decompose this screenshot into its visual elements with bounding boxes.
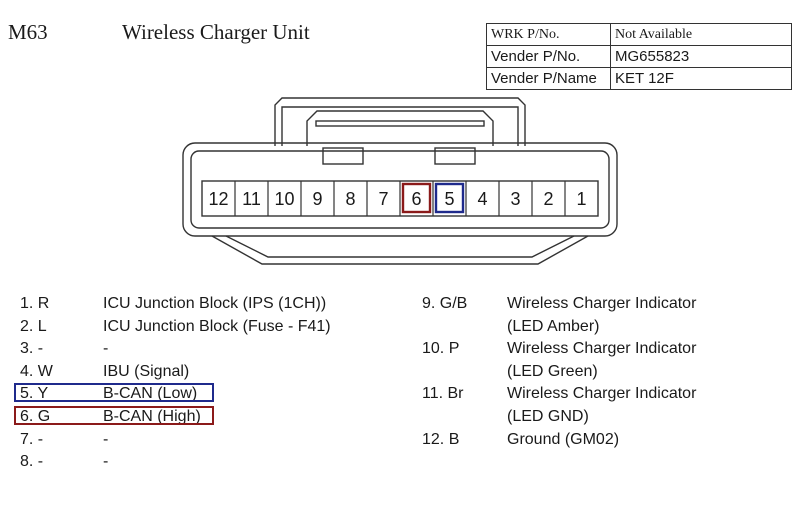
cavity-number: 7 bbox=[378, 189, 388, 209]
pin-description: ICU Junction Block (Fuse - F41) bbox=[103, 317, 331, 335]
pin-row: (LED GND) bbox=[422, 406, 792, 429]
table-row: WRK P/No. Not Available bbox=[486, 23, 792, 46]
cavity-highlights bbox=[401, 182, 465, 214]
pin-description: - bbox=[103, 453, 109, 471]
cavity-highlight-high bbox=[401, 182, 432, 214]
cavity-labels: 12 11 10 9 8 7 6 5 4 3 2 1 bbox=[208, 189, 586, 209]
connector-name: Wireless Charger Unit bbox=[122, 20, 310, 44]
pin-label: 1. R bbox=[20, 295, 50, 312]
pin-description: B-CAN (Low) bbox=[103, 385, 198, 403]
cavity-number: 8 bbox=[345, 189, 355, 209]
pin-description: (LED Amber) bbox=[507, 317, 600, 335]
pin-label: 2. L bbox=[20, 317, 47, 335]
pin-description: ICU Junction Block (IPS (1CH)) bbox=[103, 295, 327, 312]
pin-description: Wireless Charger Indicator bbox=[507, 295, 697, 312]
connector-code: M63 bbox=[8, 20, 48, 44]
cavity-number: 6 bbox=[411, 189, 421, 209]
table-value: Not Available bbox=[610, 23, 792, 46]
cavity-number: 9 bbox=[312, 189, 322, 209]
pin-row: 11. Br Wireless Charger Indicator bbox=[422, 383, 792, 406]
pin-description: (LED GND) bbox=[507, 407, 589, 425]
connector-outline bbox=[182, 97, 618, 265]
pin-label: 10. P bbox=[422, 340, 460, 358]
cavity-number: 3 bbox=[510, 189, 520, 209]
pin-label: 4. W bbox=[20, 362, 53, 380]
cavity-number: 2 bbox=[543, 189, 553, 209]
pin-description: Ground (GM02) bbox=[507, 430, 620, 448]
table-key: Vender P/Name bbox=[486, 67, 611, 90]
pin-row: 1. R ICU Junction Block (IPS (1CH)) bbox=[20, 293, 400, 316]
pin-description: (LED Green) bbox=[507, 362, 598, 380]
pin-description: - bbox=[103, 430, 109, 448]
part-number-table: WRK P/No. Not Available Vender P/No. MG6… bbox=[486, 23, 792, 90]
cavity-number: 12 bbox=[208, 189, 228, 209]
pin-label: 3. - bbox=[20, 340, 44, 358]
pin-row: 10. P Wireless Charger Indicator bbox=[422, 338, 792, 361]
cavity-number: 10 bbox=[274, 189, 294, 209]
pin-row: 4. W IBU (Signal) bbox=[20, 361, 400, 384]
pin-label: 5. Y bbox=[20, 385, 49, 403]
pin-row: 7. - - bbox=[20, 429, 400, 452]
pin-label: 12. B bbox=[422, 430, 460, 448]
table-row: Vender P/Name KET 12F bbox=[486, 67, 792, 90]
pin-description: Wireless Charger Indicator bbox=[507, 340, 697, 358]
cavity-number: 1 bbox=[576, 189, 586, 209]
table-row: Vender P/No. MG655823 bbox=[486, 45, 792, 68]
pin-label: 9. G/B bbox=[422, 295, 468, 312]
pin-label: 6. G bbox=[20, 407, 51, 425]
cavity-number: 11 bbox=[242, 189, 261, 209]
cavity-number: 4 bbox=[477, 189, 487, 209]
pin-description: IBU (Signal) bbox=[103, 362, 190, 380]
pin-description: Wireless Charger Indicator bbox=[507, 385, 697, 403]
pin-list-right: 9. G/B Wireless Charger Indicator (LED Amb… bbox=[422, 293, 792, 451]
table-value: KET 12F bbox=[610, 67, 792, 90]
pin-row: 5. Y B-CAN (Low) bbox=[20, 383, 400, 406]
pin-row: 2. L ICU Junction Block (Fuse - F41) bbox=[20, 316, 400, 339]
table-value: MG655823 bbox=[610, 45, 792, 68]
pin-description: - bbox=[103, 340, 109, 358]
pin-row: 8. - - bbox=[20, 451, 400, 474]
cavity-number: 5 bbox=[444, 189, 454, 209]
cavity-highlight-low bbox=[434, 182, 465, 214]
pin-row: (LED Green) bbox=[422, 361, 792, 384]
pin-row: 9. G/B Wireless Charger Indicator bbox=[422, 293, 792, 316]
pin-row: 3. - - bbox=[20, 338, 400, 361]
pin-label: 8. - bbox=[20, 453, 44, 471]
pin-label: 11. Br bbox=[422, 385, 464, 403]
pin-label: 7. - bbox=[20, 430, 44, 448]
cavity-dividers bbox=[234, 181, 566, 216]
pin-row: (LED Amber) bbox=[422, 316, 792, 339]
pin-row: 12. B Ground (GM02) bbox=[422, 429, 792, 452]
pin-description: B-CAN (High) bbox=[103, 407, 201, 425]
pin-row: 6. G B-CAN (High) bbox=[20, 406, 400, 429]
table-key: WRK P/No. bbox=[486, 23, 611, 46]
pin-list-left: 1. R ICU Junction Block (IPS (1CH)) 2. L IC… bbox=[20, 293, 400, 474]
